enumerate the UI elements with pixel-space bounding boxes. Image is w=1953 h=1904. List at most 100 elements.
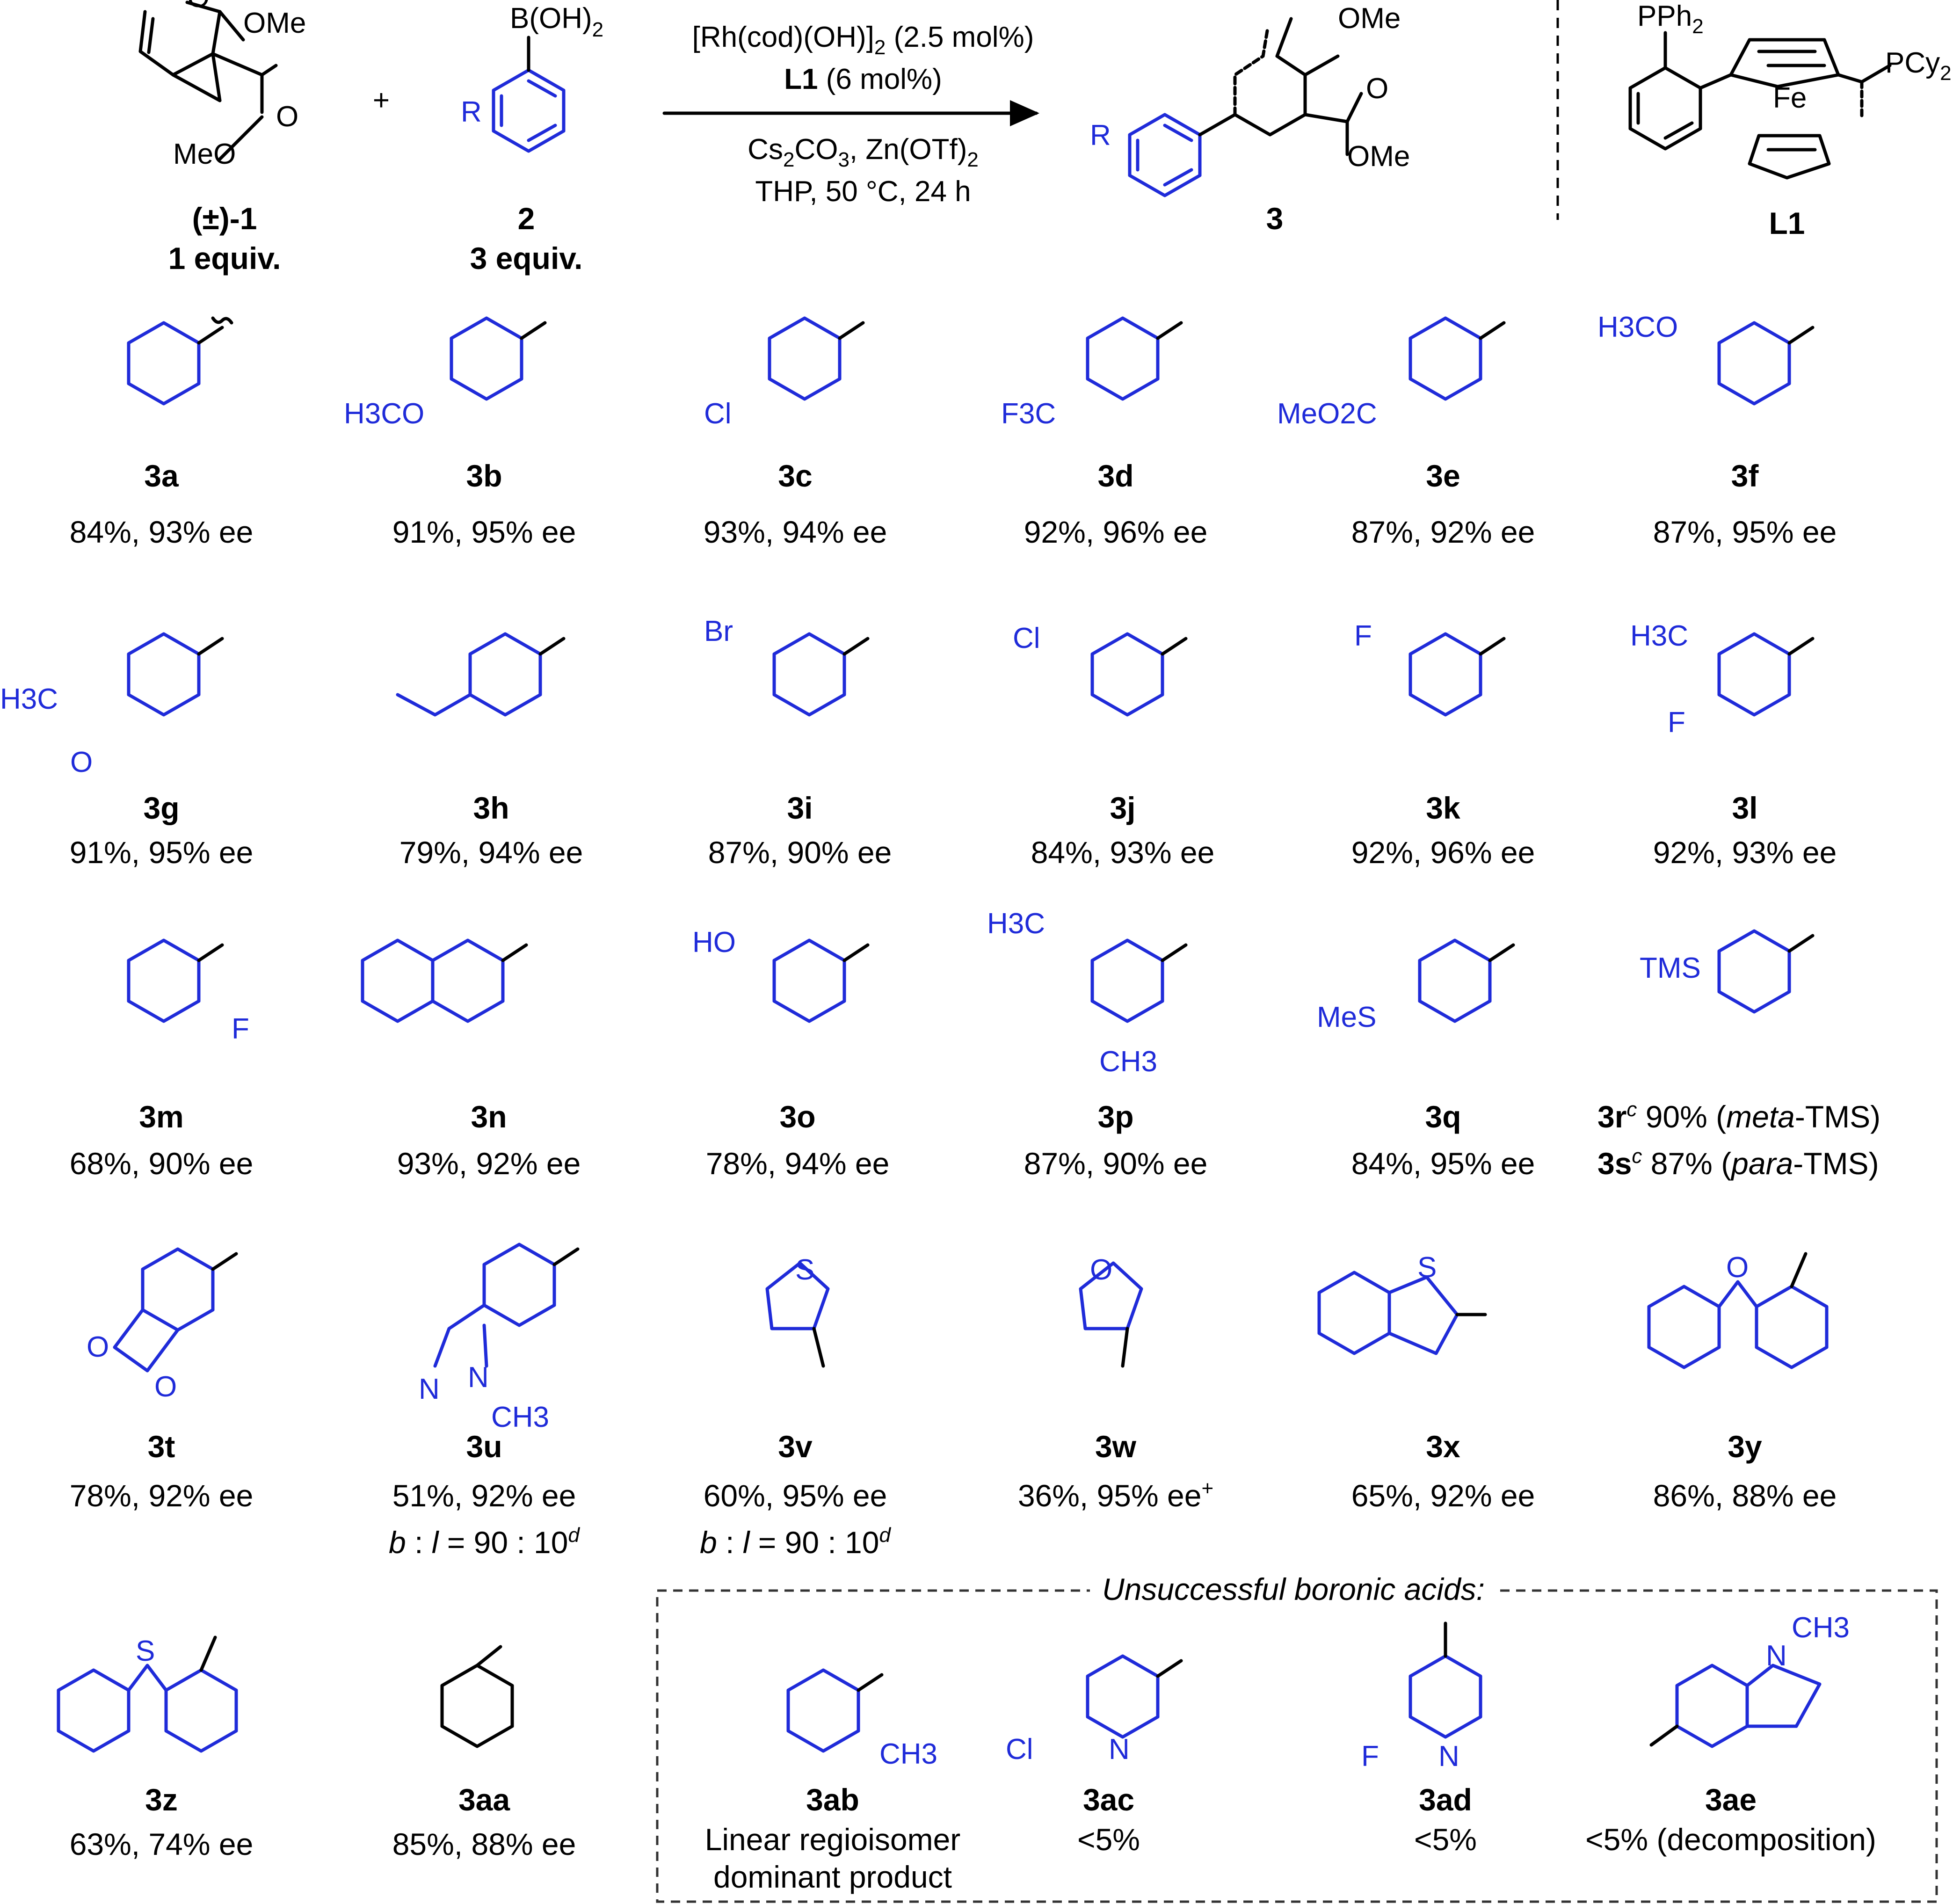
compound-3b: H3CO 3b 91%, 95% ee [344, 316, 576, 549]
compound-3g: H3CO 3g 91%, 95% ee [0, 632, 254, 870]
compound-label: 3z [145, 1782, 178, 1817]
compound-label: 3aa [458, 1782, 510, 1817]
substituent: F [1361, 1740, 1379, 1773]
compound-result: 87%, 90% ee [708, 835, 892, 870]
r-group: R [461, 96, 482, 128]
product-o: O [1366, 73, 1388, 105]
substituent: H3C [987, 908, 1045, 940]
compound-3m: F 3m 68%, 90% ee [70, 938, 254, 1181]
compound-label: 3v [778, 1429, 813, 1464]
product-ome-1: OMe [1338, 2, 1401, 35]
reactant-1: OMe O O MeO [138, 0, 306, 170]
heteroatom: S [1417, 1251, 1437, 1284]
compound-label: 3o [779, 1099, 815, 1134]
product-ome-2: OMe [1347, 140, 1410, 173]
compound-label: 3ab [806, 1782, 859, 1817]
compound-3aa: 3aa 85%, 88% ee [392, 1645, 576, 1861]
r1-ome: OMe [243, 7, 306, 39]
compound-label: 3t [148, 1429, 175, 1464]
compound-note-line1: <5% (decomposition) [1585, 1822, 1876, 1857]
compound-label: 3f [1731, 458, 1759, 493]
ligand-label: L1 [1769, 206, 1805, 240]
pyridine-n: N [1438, 1740, 1459, 1773]
indole-n: N [1766, 1640, 1787, 1672]
compound-result: 68%, 90% ee [70, 1146, 254, 1181]
compound-label: 3d [1097, 458, 1133, 493]
compound-result: 36%, 95% ee+ [1018, 1477, 1213, 1513]
compound-result: 92%, 93% ee [1653, 835, 1837, 870]
compound-3i: Br 3i 87%, 90% ee [704, 615, 892, 870]
r1-o-top: O [187, 0, 210, 14]
compound-3r-3s: TMS 3rc 90% (meta-TMS) 3sc 87% (para-TMS… [1597, 929, 1880, 1181]
substituent: Br [704, 615, 733, 647]
n-methyl: CH3 [491, 1401, 549, 1433]
compound-3j: Cl 3j 84%, 93% ee [1013, 622, 1214, 870]
substituent: MeO2C [1277, 398, 1377, 430]
compound-label: 3y [1728, 1429, 1762, 1464]
reactant-2-amount: 3 equiv. [470, 241, 583, 276]
reactant-2: B(OH)2 R [461, 2, 603, 153]
substituent-2: O [70, 746, 93, 778]
compound-3c: Cl 3c 93%, 94% ee [704, 316, 887, 549]
compound-label: 3k [1426, 791, 1460, 825]
compound-result: 84%, 95% ee [1351, 1146, 1535, 1181]
catalyst: [Rh(cod)(OH)]2 (2.5 mol%) [692, 21, 1034, 59]
compound-result: 87%, 95% ee [1653, 515, 1837, 549]
product-r: R [1090, 119, 1111, 152]
substituent: H3C [1630, 620, 1688, 652]
compound-note-line1: <5% [1077, 1822, 1140, 1857]
solvent-temp-time: THP, 50 °C, 24 h [755, 175, 971, 208]
compound-3q: MeS 3q 84%, 95% ee [1317, 938, 1535, 1181]
pyridine-n: N [1109, 1733, 1130, 1766]
substituent: Cl [704, 398, 732, 430]
ligand-pph2: PPh2 [1637, 0, 1704, 38]
compound-3t: OO 3t 78%, 92% ee [70, 1247, 254, 1513]
ligand-pcy2: PCy2 [1885, 47, 1952, 85]
compound-3f: H3CO 3f 87%, 95% ee [1597, 311, 1837, 549]
compound-label: 3w [1095, 1429, 1137, 1464]
compound-label: 3e [1426, 458, 1460, 493]
compound-label: 3ad [1419, 1782, 1472, 1817]
unsuccessful-title-backdrop [1090, 1577, 1497, 1605]
compound-3x: S 3x 65%, 92% ee [1317, 1251, 1535, 1513]
heteroatom: S [136, 1635, 155, 1667]
unsuccessful-title: Unsuccessful boronic acids: [1102, 1572, 1485, 1606]
compound-3n: 3n 93%, 92% ee [361, 938, 581, 1181]
branched-linear-ratio: b : l = 90 : 10d [700, 1524, 891, 1560]
substituent: H3CO [344, 398, 424, 430]
compound-3d: F3C 3d 92%, 96% ee [1001, 316, 1207, 549]
compound-note-line2: dominant product [713, 1860, 952, 1894]
oxygen-2: O [154, 1371, 177, 1403]
compound-result: 91%, 95% ee [70, 835, 254, 870]
substituent: H3C [0, 683, 58, 715]
compound-3e: MeO2C 3e 87%, 92% ee [1277, 316, 1535, 549]
compound-label: 3a [144, 458, 179, 493]
substituent: MeS [1317, 1001, 1376, 1033]
compound-result: 78%, 92% ee [70, 1478, 254, 1513]
compound-label: 3ae [1705, 1782, 1757, 1817]
compound-label: 3j [1110, 791, 1135, 825]
compound-result: 63%, 74% ee [70, 1827, 254, 1861]
substituent: Cl [1013, 622, 1040, 654]
compound-result: 93%, 94% ee [704, 515, 887, 549]
compound-3o: HO 3o 78%, 94% ee [692, 926, 889, 1181]
compound-result: 91%, 95% ee [392, 515, 576, 549]
compound-result: 60%, 95% ee [704, 1478, 887, 1513]
r1-o: O [276, 101, 298, 133]
substituent: HO [692, 926, 736, 959]
compound-label: 3c [778, 458, 812, 493]
compound-3v: S 3v 60%, 95% ee b : l = 90 : 10d [700, 1254, 891, 1560]
compound-3y: O 3y 86%, 88% ee [1647, 1251, 1837, 1513]
substituent: F3C [1001, 398, 1056, 430]
nitrogen-2: N [468, 1361, 489, 1394]
compound-result-3r: 3rc 90% (meta-TMS) [1597, 1098, 1880, 1134]
substituent: F [1354, 620, 1372, 652]
substituent: CH3 [879, 1738, 937, 1770]
heteroatom: O [1090, 1254, 1112, 1286]
compound-label: 3i [787, 791, 813, 825]
compound-note-line1: Linear regioisomer [705, 1822, 961, 1857]
substituent: Cl [1006, 1733, 1033, 1766]
